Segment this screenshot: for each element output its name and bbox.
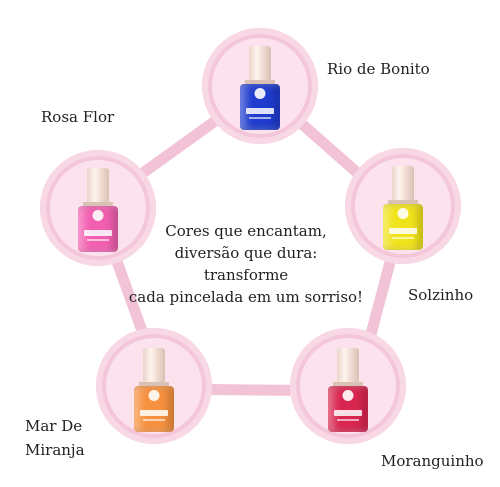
nail-polish-bottle-icon [383, 166, 423, 250]
node-moranguinho [290, 328, 406, 444]
nail-polish-bottle-icon [240, 46, 280, 130]
label-rosa-flor: Rosa Flor [41, 108, 115, 126]
nail-polish-bottle-icon [328, 348, 368, 432]
tagline-line-1: Cores que encantam, [165, 222, 327, 240]
tagline-line-4: cada pincelada em um sorriso! [128, 288, 364, 306]
polish-glass [134, 386, 174, 432]
node-rosa-flor [40, 150, 156, 266]
nail-polish-bottle-icon [134, 348, 174, 432]
tagline: Cores que encantam, diversão que dura: t… [126, 220, 366, 308]
label-mar-de-miranja: Mar De Miranja [25, 417, 85, 459]
label-moranguinho: Moranguinho [381, 452, 484, 470]
node-mar-de-miranja [96, 328, 212, 444]
tagline-line-3: transforme [203, 266, 289, 284]
polish-glass [383, 204, 423, 250]
polish-glass [328, 386, 368, 432]
polish-glass [78, 206, 118, 252]
polish-glass [240, 84, 280, 130]
label-rio-de-bonito: Rio de Bonito [327, 60, 430, 78]
tagline-line-2: diversão que dura: [174, 244, 318, 262]
label-solzinho: Solzinho [408, 286, 474, 304]
node-rio-de-bonito [202, 28, 318, 144]
nail-polish-bottle-icon [78, 168, 118, 252]
node-solzinho [345, 148, 461, 264]
